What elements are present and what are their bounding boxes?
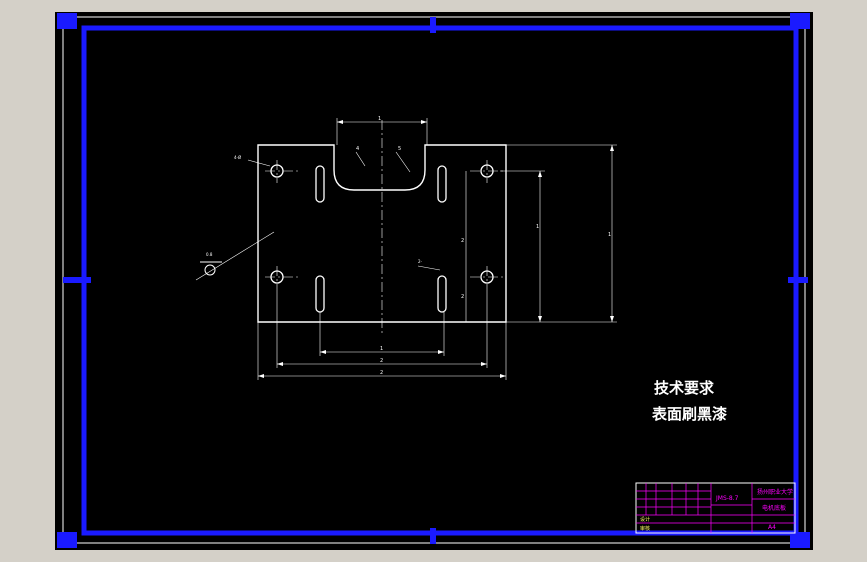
- dim-radius-left: 4: [356, 146, 359, 152]
- tb-sheet-size: A4: [768, 524, 776, 531]
- dim-right-overall: 1: [608, 232, 611, 238]
- dim-bottom-overall: 2: [380, 370, 383, 376]
- dim-mid-vertical-2: 2: [461, 294, 464, 300]
- drawing-canvas: [55, 12, 813, 550]
- dim-right-inner: 1: [536, 224, 539, 230]
- tb-review-row: 审核: [640, 525, 650, 532]
- dim-mid-vertical-1: 2: [461, 238, 464, 244]
- centering-marks: [63, 17, 808, 544]
- tech-req-line1: 表面刷黑漆: [652, 405, 727, 423]
- dim-bottom-inner: 1: [380, 346, 383, 352]
- surface-finish-symbol: [200, 261, 222, 276]
- dimension-lines: [195, 118, 617, 380]
- dim-radius-right: 5: [398, 146, 401, 152]
- dim-hole-callout: 4-Ø: [234, 155, 241, 160]
- mounting-holes: [270, 164, 494, 284]
- dim-top-slot: 1: [378, 116, 381, 122]
- dim-slot-callout: 2-: [418, 259, 423, 264]
- tb-drawing-number: JMS-8.7: [715, 495, 739, 502]
- tb-school: 扬州职业大学: [757, 488, 793, 496]
- dim-leader-label: 0.8: [206, 252, 213, 257]
- tb-design-row: 设计: [640, 516, 650, 523]
- tech-req-heading: 技术要求: [654, 379, 715, 397]
- dim-bottom-middle: 2: [380, 358, 383, 364]
- arrowheads: [258, 120, 614, 378]
- corner-markers: [57, 13, 810, 548]
- title-block: JMS-8.7 扬州职业大学 电机底板 A4 设计 审核: [635, 482, 796, 534]
- part-outline: [257, 144, 507, 323]
- tb-part-name: 电机底板: [762, 504, 786, 512]
